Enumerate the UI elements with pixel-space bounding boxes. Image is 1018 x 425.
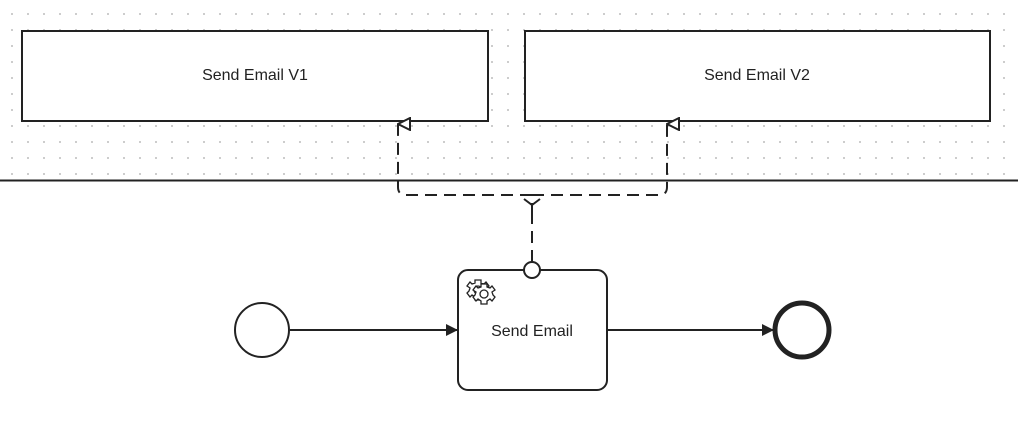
box-label-v2: Send Email V2 <box>704 67 810 84</box>
start-event[interactable] <box>234 302 290 358</box>
task-send-email[interactable]: Send Email <box>457 269 608 391</box>
task-connection-port[interactable] <box>523 261 541 279</box>
end-event[interactable] <box>772 300 832 360</box>
connector-junction <box>523 198 541 212</box>
box-label-v1: Send Email V1 <box>202 67 308 84</box>
dashed-connector-to-v1[interactable] <box>397 124 532 196</box>
box-send-email-v1[interactable]: Send Email V1 <box>21 30 489 122</box>
dashed-connector-to-v2[interactable] <box>532 124 667 196</box>
task-label: Send Email <box>491 323 573 340</box>
box-send-email-v2[interactable]: Send Email V2 <box>524 30 991 122</box>
gear-icon <box>466 279 496 305</box>
